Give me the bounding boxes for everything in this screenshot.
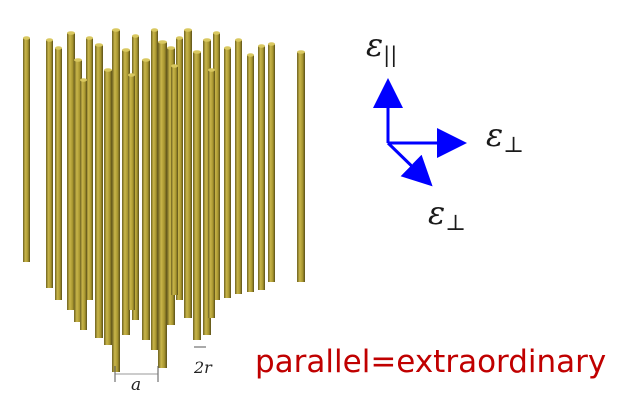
metal-rod-cap (297, 50, 305, 54)
metal-rod (132, 36, 139, 320)
metal-rod (128, 75, 135, 310)
metal-rod (193, 52, 201, 340)
metal-rod (46, 40, 53, 288)
metal-rod-cap (208, 68, 215, 72)
metal-rod (80, 80, 87, 330)
metal-rod-cap (176, 36, 183, 40)
metal-rod-cap (158, 40, 167, 44)
metal-rod-cap (67, 31, 75, 35)
metal-rod (213, 33, 220, 300)
metal-rod-cap (184, 28, 192, 32)
metal-rod (184, 30, 192, 318)
metal-rod (95, 45, 103, 338)
metal-rod (258, 46, 265, 290)
metal-rod-cap (128, 73, 135, 77)
diameter-label: 2r (193, 358, 213, 377)
metal-rod-cap (268, 42, 275, 46)
metal-rod-cap (55, 46, 62, 50)
metal-rod-cap (104, 68, 112, 72)
metal-rod (122, 50, 130, 335)
metal-rod (74, 60, 82, 322)
metal-rod (268, 44, 275, 282)
caption-text: parallel=extraordinary (255, 344, 607, 380)
metal-rod-cap (193, 50, 201, 54)
metal-rod (151, 30, 158, 350)
metal-rod (112, 30, 120, 372)
epsilon-perp-label-horizontal: ε⊥ (486, 116, 524, 158)
metal-rod-cap (224, 46, 231, 50)
metal-rod-cap (46, 38, 53, 42)
metal-rod-cap (247, 53, 254, 57)
metal-rod (158, 42, 167, 368)
metal-rod-cap (112, 28, 120, 32)
metal-rod (224, 48, 231, 298)
metal-rod-cap (203, 38, 211, 42)
metal-rod-array (23, 28, 305, 372)
metal-rod-cap (142, 58, 150, 62)
epsilon-perp-label-diagonal: ε⊥ (428, 194, 466, 236)
metal-rod (142, 60, 150, 340)
spacing-dimension: a (114, 366, 159, 395)
metal-rod-cap (86, 36, 93, 40)
diameter-dimension: 2r (193, 346, 213, 377)
metal-rod (235, 40, 242, 294)
metal-rod-cap (167, 46, 175, 50)
metal-rod-cap (95, 43, 103, 47)
metal-rod-cap (122, 48, 130, 52)
epsilon-parallel-label: ε|| (366, 26, 397, 68)
metal-rod (55, 48, 62, 300)
metal-rod (23, 38, 30, 262)
metal-rod (176, 38, 183, 300)
metal-rod (297, 52, 305, 282)
metal-rod-cap (171, 64, 178, 68)
metal-rod-cap (235, 38, 242, 42)
metal-rod-cap (132, 34, 139, 38)
metal-rod (86, 38, 93, 300)
metal-rod-cap (213, 31, 220, 35)
metal-rod (247, 55, 254, 292)
metal-rod-cap (151, 28, 158, 32)
spacing-label: a (131, 375, 141, 395)
metal-rod (208, 70, 215, 318)
metal-rod-cap (80, 78, 87, 82)
metal-rod (104, 70, 112, 345)
metal-rod (171, 66, 178, 295)
metal-rod (203, 40, 211, 335)
perp-diagonal-axis-arrow (386, 141, 433, 187)
metal-rod-cap (23, 36, 30, 40)
permittivity-axes: ε|| ε⊥ ε⊥ (366, 26, 524, 236)
metal-rod (67, 33, 75, 310)
metal-rod-cap (258, 44, 265, 48)
metal-rod-cap (74, 58, 82, 62)
